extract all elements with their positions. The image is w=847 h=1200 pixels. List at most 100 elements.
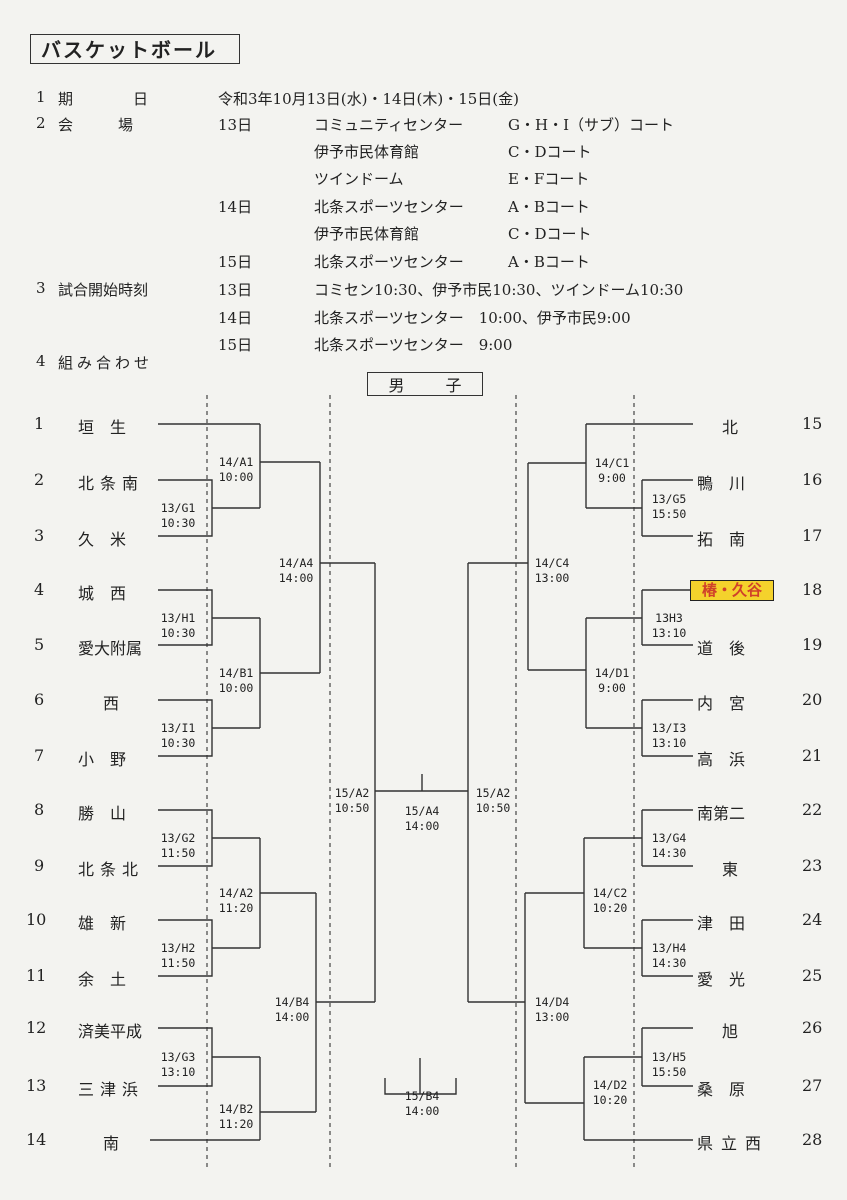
team-number: 3 [34, 526, 45, 545]
team-number: 26 [802, 1018, 823, 1037]
team-name: 津 田 [697, 914, 746, 933]
info-label-date: 期 日 [58, 90, 149, 108]
team-name: 小 野 [78, 750, 127, 769]
team-number: 25 [802, 966, 823, 985]
venue-court: C・Dコート [508, 143, 592, 161]
team-number: 12 [26, 1018, 47, 1037]
team-number: 4 [34, 580, 45, 599]
team-name: 余 土 [78, 970, 127, 989]
team-number: 1 [34, 414, 45, 433]
team-name: 南 [103, 1134, 120, 1153]
team-name: 桑 原 [697, 1080, 746, 1099]
team-number: 16 [802, 470, 823, 489]
venue-court: C・Dコート [508, 225, 592, 243]
team-number: 9 [34, 856, 45, 875]
info-number-2: 2 [36, 114, 46, 132]
gender-label: 男 [388, 376, 405, 395]
info-label-pairings: 組み合わせ [58, 354, 154, 372]
team-number: 28 [802, 1130, 823, 1149]
info-number-1: 1 [36, 88, 46, 106]
venue-day: 15日 [218, 253, 253, 271]
venue-day: 14日 [218, 198, 253, 216]
venue-place: 伊予市民体育館 [314, 143, 420, 161]
team-name: 内 宮 [697, 694, 746, 713]
team-name: 拓 南 [697, 530, 746, 549]
highlighted-team-name: 椿・久谷 [690, 580, 774, 601]
time-day: 15日 [218, 336, 253, 354]
gender-label: 子 [445, 376, 462, 395]
team-number: 20 [802, 690, 823, 709]
venue-place: ツインドーム [314, 170, 404, 188]
team-number: 18 [802, 580, 823, 599]
gender-label-box: 男 子 [367, 372, 483, 396]
venue-place: 北条スポーツセンター [314, 253, 464, 271]
team-number: 13 [26, 1076, 47, 1095]
team-name: 勝 山 [78, 804, 127, 823]
team-name: 北条南 [78, 474, 145, 493]
team-number: 27 [802, 1076, 823, 1095]
team-name: 県立西 [697, 1134, 770, 1153]
info-label-venue: 会 場 [58, 116, 134, 134]
team-number: 8 [34, 800, 45, 819]
team-name: 鴨 川 [697, 474, 746, 493]
venue-place: 伊予市民体育館 [314, 225, 420, 243]
venue-place: 北条スポーツセンター [314, 198, 464, 216]
team-name: 垣 生 [78, 418, 127, 437]
team-name: 旭 [722, 1022, 739, 1041]
info-number-3: 3 [36, 279, 46, 297]
venue-place: コミュニティセンター [314, 116, 464, 134]
team-number: 2 [34, 470, 45, 489]
team-name: 三津浜 [78, 1080, 145, 1099]
time-day: 14日 [218, 309, 253, 327]
team-number: 24 [802, 910, 823, 929]
time-text: 北条スポーツセンター 10:00、伊予市民9:00 [314, 309, 631, 327]
venue-court: A・Bコート [508, 253, 590, 271]
team-number: 21 [802, 746, 823, 765]
team-name: 南第二 [697, 804, 746, 823]
info-date-value: 令和3年10月13日(水)・14日(木)・15日(金) [218, 90, 520, 108]
team-name: 城 西 [78, 584, 127, 603]
team-number: 22 [802, 800, 823, 819]
team-name: 久 米 [78, 530, 127, 549]
team-number: 7 [34, 746, 45, 765]
team-number: 5 [34, 635, 45, 654]
team-number: 11 [26, 966, 47, 985]
time-day: 13日 [218, 281, 253, 299]
info-number-4: 4 [36, 352, 46, 370]
team-name: 済美平成 [78, 1022, 143, 1041]
team-number: 17 [802, 526, 823, 545]
team-number: 10 [26, 910, 47, 929]
time-text: 北条スポーツセンター 9:00 [314, 336, 513, 354]
team-number: 15 [802, 414, 823, 433]
team-number: 14 [26, 1130, 47, 1149]
venue-court: G・H・I（サブ）コート [508, 116, 674, 134]
team-name: 道 後 [697, 639, 746, 658]
page-title: バスケットボール [30, 34, 240, 64]
time-text: コミセン10:30、伊予市民10:30、ツインドーム10:30 [314, 281, 684, 299]
